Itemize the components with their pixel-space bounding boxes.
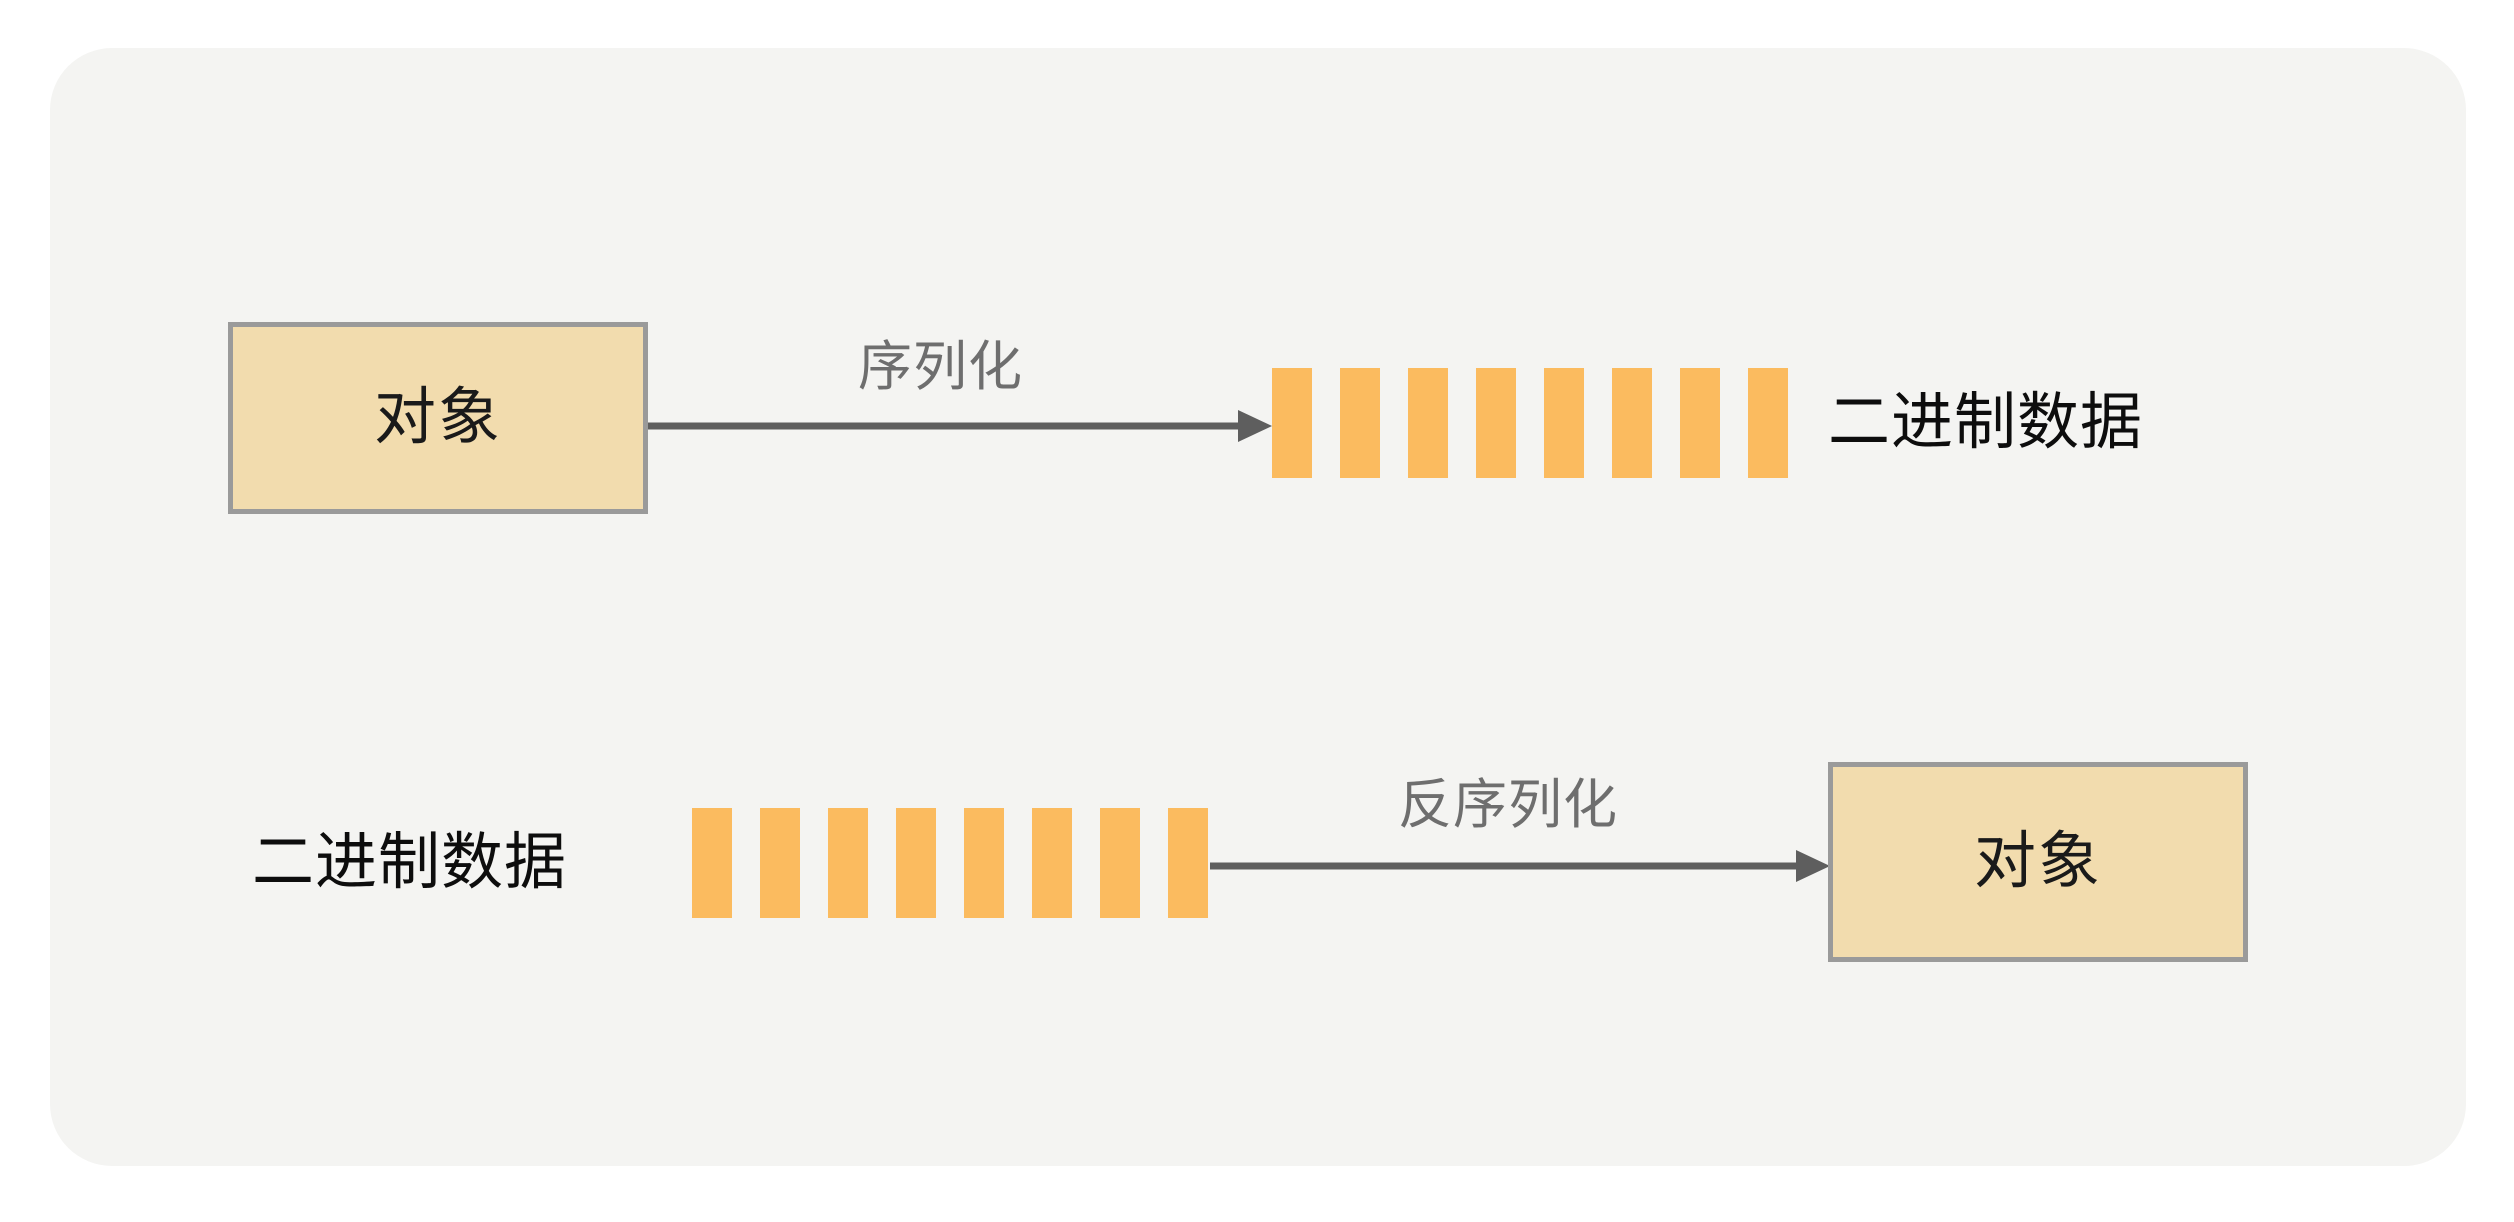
binary-bar <box>964 808 1004 918</box>
deserialize-arrow-glyph <box>1210 850 1830 882</box>
binary-bar <box>1544 368 1584 478</box>
serialize-arrow <box>648 406 1272 446</box>
binary-bars-target <box>1272 368 1788 478</box>
binary-bar <box>1340 368 1380 478</box>
binary-bar <box>1100 808 1140 918</box>
binary-bar <box>1680 368 1720 478</box>
binary-bar <box>760 808 800 918</box>
object-box-target-label: 对象 <box>1973 827 2102 896</box>
binary-bars-source <box>692 808 1208 918</box>
serialize-arrow-glyph <box>648 410 1272 442</box>
binary-data-label-source: 二进制数据 <box>252 828 568 897</box>
object-box-source-label: 对象 <box>373 383 502 452</box>
binary-bar <box>692 808 732 918</box>
binary-bar <box>1168 808 1208 918</box>
object-box-source: 对象 <box>228 322 648 514</box>
deserialize-arrow-label: 反序列化 <box>1398 775 1618 835</box>
binary-bar <box>1748 368 1788 478</box>
binary-bar <box>1408 368 1448 478</box>
deserialize-arrow <box>1210 846 1830 886</box>
binary-data-label-target: 二进制数据 <box>1828 388 2144 457</box>
object-box-target: 对象 <box>1828 762 2248 962</box>
serialize-arrow-label: 序列化 <box>858 337 1023 397</box>
binary-bar <box>896 808 936 918</box>
binary-bar <box>1032 808 1072 918</box>
binary-bar <box>1272 368 1312 478</box>
binary-bar <box>828 808 868 918</box>
diagram-card <box>50 48 2466 1166</box>
binary-bar <box>1612 368 1652 478</box>
binary-bar <box>1476 368 1516 478</box>
